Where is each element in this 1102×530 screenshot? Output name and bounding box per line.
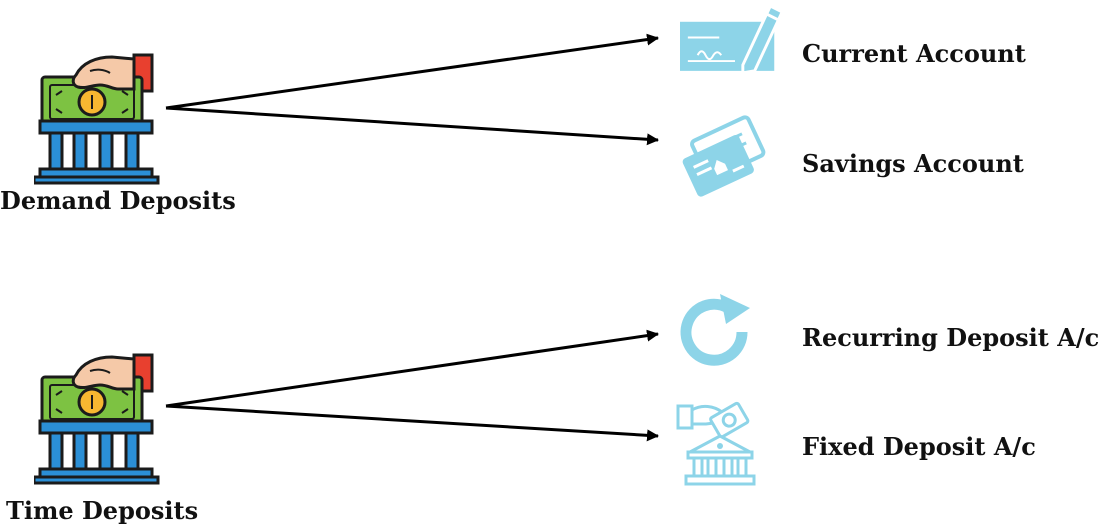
bank-deposit-icon — [34, 53, 160, 185]
arrow-demand-to-current — [165, 33, 659, 110]
fixed-deposit-label: Fixed Deposit A/c — [802, 432, 1036, 461]
passbook-icon — [678, 114, 768, 200]
cheque-icon — [680, 4, 784, 74]
arrow-demand-to-savings — [165, 106, 659, 146]
refresh-icon — [686, 294, 750, 360]
savings-account-label: Savings Account — [802, 149, 1024, 178]
recurring-deposit-label: Recurring Deposit A/c — [802, 323, 1100, 352]
time-deposits-label: Time Deposits — [6, 496, 199, 525]
current-account-label: Current Account — [802, 39, 1026, 68]
demand-deposits-label: Demand Deposits — [0, 186, 236, 215]
arrow-time-to-recurring — [165, 329, 659, 408]
bank-deposit-icon — [34, 353, 160, 485]
arrow-time-to-fixed — [165, 404, 659, 442]
hand-money-bank-icon — [676, 401, 756, 486]
